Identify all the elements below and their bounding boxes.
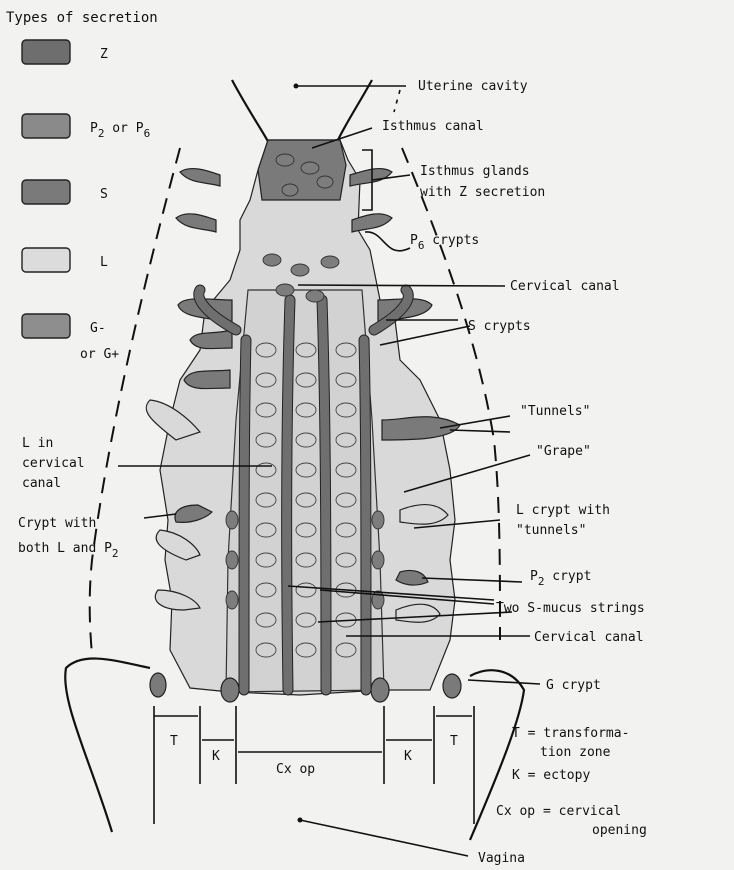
def-cx-2: opening xyxy=(592,823,647,838)
vaginal-wall-left xyxy=(65,658,150,832)
legend-swatch-z xyxy=(22,40,70,64)
label-isthmus-glands-1: Isthmus glands xyxy=(420,164,530,179)
label-crypt-both-2: both L and P2 xyxy=(18,541,119,560)
dim-t-right: T xyxy=(450,734,458,749)
label-vagina: Vagina xyxy=(478,851,525,866)
cavity-line-left xyxy=(232,80,270,145)
label-p6-crypts: P6 crypts xyxy=(410,233,479,252)
label-l-in-canal-1: L in xyxy=(22,436,53,451)
legend-swatch-p xyxy=(22,114,70,138)
legend: Types of secretion Z P2 or P6 S L G- or … xyxy=(6,10,158,362)
label-l-in-canal-2: cervical xyxy=(22,456,85,471)
labels-left: L in cervical canal Crypt with both L an… xyxy=(18,436,119,560)
def-cx-1: Cx op = cervical xyxy=(496,804,621,819)
dim-cx-op: Cx op xyxy=(276,762,315,777)
label-grape: "Grape" xyxy=(536,444,591,459)
legend-title: Types of secretion xyxy=(6,10,158,26)
label-isthmus-canal: Isthmus canal xyxy=(382,119,484,134)
label-crypt-both-1: Crypt with xyxy=(18,516,96,531)
legend-swatch-l xyxy=(22,248,70,272)
def-k: K = ectopy xyxy=(512,768,590,783)
legend-label-g-line1: G- xyxy=(90,321,106,336)
dim-k-left: K xyxy=(212,749,220,764)
label-cervical-canal-bottom: Cervical canal xyxy=(534,630,644,645)
label-p2-crypt: P2 crypt xyxy=(530,569,591,588)
cavity-line-right xyxy=(338,80,372,140)
label-s-crypts: S crypts xyxy=(468,319,531,334)
label-isthmus-glands-2: with Z secretion xyxy=(420,185,545,200)
label-l-crypt-2: "tunnels" xyxy=(516,523,586,538)
label-l-in-canal-3: canal xyxy=(22,476,61,491)
legend-label-p: P2 or P6 xyxy=(90,121,150,140)
label-l-crypt-1: L crypt with xyxy=(516,503,610,518)
def-t-2: tion zone xyxy=(540,745,611,760)
legend-label-s: S xyxy=(100,187,108,202)
label-two-s-mucus: Two S-mucus strings xyxy=(496,601,645,616)
legend-swatch-s xyxy=(22,180,70,204)
dimension-markers: T K Cx op K T xyxy=(154,706,474,824)
dim-k-right: K xyxy=(404,749,412,764)
legend-label-z: Z xyxy=(100,47,108,62)
dashed-wall-left xyxy=(90,148,180,655)
label-cervical-canal-top: Cervical canal xyxy=(510,279,620,294)
label-uterine-cavity: Uterine cavity xyxy=(418,79,528,94)
label-tunnels: "Tunnels" xyxy=(520,404,590,419)
legend-label-l: L xyxy=(100,255,108,270)
definitions: T = transforma- tion zone K = ectopy Cx … xyxy=(478,726,647,866)
dim-t-left: T xyxy=(170,734,178,749)
legend-swatch-g xyxy=(22,314,70,338)
label-g-crypt: G crypt xyxy=(546,678,601,693)
def-t-1: T = transforma- xyxy=(512,726,629,741)
legend-label-g-line2: or G+ xyxy=(80,347,119,362)
